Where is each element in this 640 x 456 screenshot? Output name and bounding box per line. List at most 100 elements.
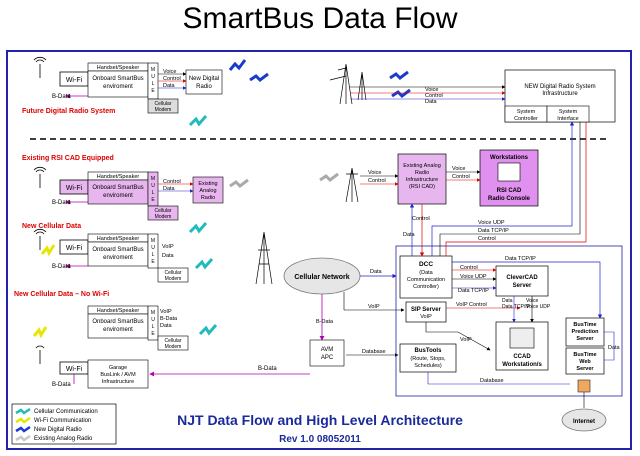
legend-label: Cellular Communication [34, 409, 98, 415]
cellular-bolt-icon [188, 222, 208, 234]
svg-text:Data TCP/IP: Data TCP/IP [478, 228, 509, 234]
existing-bus-row: Wi-Fi Handset/Speaker Onboard SmartBus e… [33, 166, 249, 234]
svg-text:B-Data: B-Data [52, 264, 71, 270]
svg-text:B-Data: B-Data [52, 200, 71, 206]
svg-text:Data: Data [162, 253, 175, 259]
svg-text:Control: Control [478, 236, 496, 242]
svg-text:Modem: Modem [155, 214, 172, 220]
garage-infrastructure-box [87, 359, 149, 389]
wifi-bolt-icon [40, 244, 56, 257]
svg-text:Voice UDP: Voice UDP [526, 304, 551, 310]
cellular-bus-row: Wi-Fi Handset/Speaker Onboard SmartBus e… [33, 228, 214, 283]
svg-text:(Route, Stops,: (Route, Stops, [410, 356, 446, 362]
ndrs-infrastructure-box: NEW Digital Radio System Infrastructure … [504, 69, 616, 123]
footer-title: NJT Data Flow and High Level Architectur… [177, 412, 463, 428]
svg-text:Infrastructure: Infrastructure [406, 177, 438, 183]
cellular-modem-box [147, 205, 179, 221]
handset-label: Handset/Speaker [97, 65, 140, 71]
svg-text:Workstation/s: Workstation/s [502, 362, 542, 368]
svg-text:Handset/Speaker: Handset/Speaker [97, 308, 140, 314]
onboard-env-box [87, 241, 149, 267]
bustime-web-box: BusTime Web Server [565, 347, 605, 375]
svg-text:Control: Control [425, 93, 443, 99]
svg-text:enviroment: enviroment [103, 193, 133, 199]
svg-text:Control: Control [412, 216, 430, 222]
svg-text:Wi-Fi: Wi-Fi [66, 245, 83, 252]
svg-text:Database: Database [362, 349, 386, 355]
antenna-icon [33, 228, 47, 250]
cellular-bolt-icon [188, 115, 208, 127]
svg-text:Infrastructure: Infrastructure [102, 379, 134, 385]
ccad-workstation-box: CCAD Workstation/s [495, 321, 549, 371]
svg-text:New Digital: New Digital [189, 76, 219, 82]
svg-text:Voice: Voice [163, 69, 176, 75]
svg-text:Data: Data [160, 323, 173, 329]
svg-text:Web: Web [579, 359, 591, 365]
mux-letter: U [151, 183, 155, 189]
svg-text:VoIP: VoIP [368, 304, 380, 310]
cellular-modem-box [147, 98, 179, 114]
mux-letter: L [152, 324, 155, 330]
cellular-network-cloud: Cellular Network [283, 257, 361, 295]
svg-text:APC: APC [321, 355, 334, 361]
svg-text:AVM: AVM [321, 347, 334, 353]
legend-label: Existing Analog Radio [34, 436, 93, 442]
svg-text:B-Data: B-Data [52, 382, 71, 388]
svg-text:BusLink / AVM: BusLink / AVM [100, 372, 136, 378]
analog-radio-bolt-icon [319, 172, 339, 182]
onboard-env-box [87, 313, 149, 339]
svg-text:Voice: Voice [425, 87, 438, 93]
section-cellular: New Cellular Data [22, 223, 81, 230]
svg-text:Existing Analog: Existing Analog [403, 163, 441, 169]
mux-box [147, 233, 159, 269]
cellular-modem-box [157, 267, 189, 283]
svg-text:BusTime: BusTime [573, 322, 596, 328]
mux-letter: U [151, 245, 155, 251]
svg-text:Communication: Communication [407, 277, 445, 283]
mux-letter: E [151, 259, 155, 265]
mux-letter: E [151, 88, 155, 94]
svg-text:Data: Data [370, 269, 383, 275]
analog-radio-bolt-icon [229, 178, 249, 188]
svg-text:Modem: Modem [165, 344, 182, 350]
svg-text:Onboard SmartBus: Onboard SmartBus [92, 76, 143, 82]
svg-text:Handset/Speaker: Handset/Speaker [97, 236, 140, 242]
mux-letter: M [151, 67, 155, 73]
mux-letter: L [152, 190, 155, 196]
svg-text:Onboard SmartBus: Onboard SmartBus [92, 247, 143, 253]
legend-swatch-icon [15, 425, 31, 433]
mux-box [147, 305, 159, 341]
cellular-modem-box [157, 335, 189, 351]
svg-text:Control: Control [368, 178, 386, 184]
svg-text:Modem: Modem [165, 276, 182, 282]
svg-text:Modem: Modem [155, 107, 172, 113]
diagram-frame [6, 50, 632, 450]
svg-text:DCC: DCC [419, 261, 433, 268]
svg-text:Wi-Fi: Wi-Fi [66, 185, 83, 192]
dcc-box: DCC (Data Communication Controller) [399, 255, 453, 299]
bustime-prediction-box: BusTime Prediction Server [565, 317, 605, 347]
legend-swatch-icon [15, 407, 31, 415]
svg-text:Handset/Speaker: Handset/Speaker [97, 174, 140, 180]
radio-tower-icon [329, 63, 367, 105]
svg-text:Control: Control [452, 174, 470, 180]
svg-text:Voice: Voice [368, 170, 381, 176]
svg-text:Workstations: Workstations [490, 155, 529, 161]
cellular-nowifi-bus-row: Handset/Speaker Onboard SmartBus envirom… [32, 305, 218, 364]
svg-text:VoIP: VoIP [162, 244, 174, 250]
onboard-env-box [87, 70, 149, 98]
svg-text:Prediction: Prediction [572, 329, 600, 335]
section-existing: Existing RSI CAD Equipped [22, 155, 114, 162]
future-bus-row: Wi-Fi Handset/Speaker Onboard SmartBus e… [33, 56, 269, 127]
wifi-bolt-icon [32, 326, 48, 339]
sip-server-box: SIP Server VoIP [405, 301, 447, 323]
mux-letter: L [152, 252, 155, 258]
svg-text:Existing: Existing [198, 181, 217, 187]
svg-text:Controller): Controller) [413, 284, 439, 290]
svg-text:Cellular: Cellular [165, 338, 182, 344]
svg-text:NEW Digital Radio System: NEW Digital Radio System [524, 84, 595, 90]
bustools-box: BusTools (Route, Stops, Schedules) [399, 343, 457, 373]
svg-text:Data TCP/IP: Data TCP/IP [458, 288, 489, 294]
radio-tower-icon [345, 167, 359, 203]
svg-text:Schedules): Schedules) [414, 363, 442, 369]
